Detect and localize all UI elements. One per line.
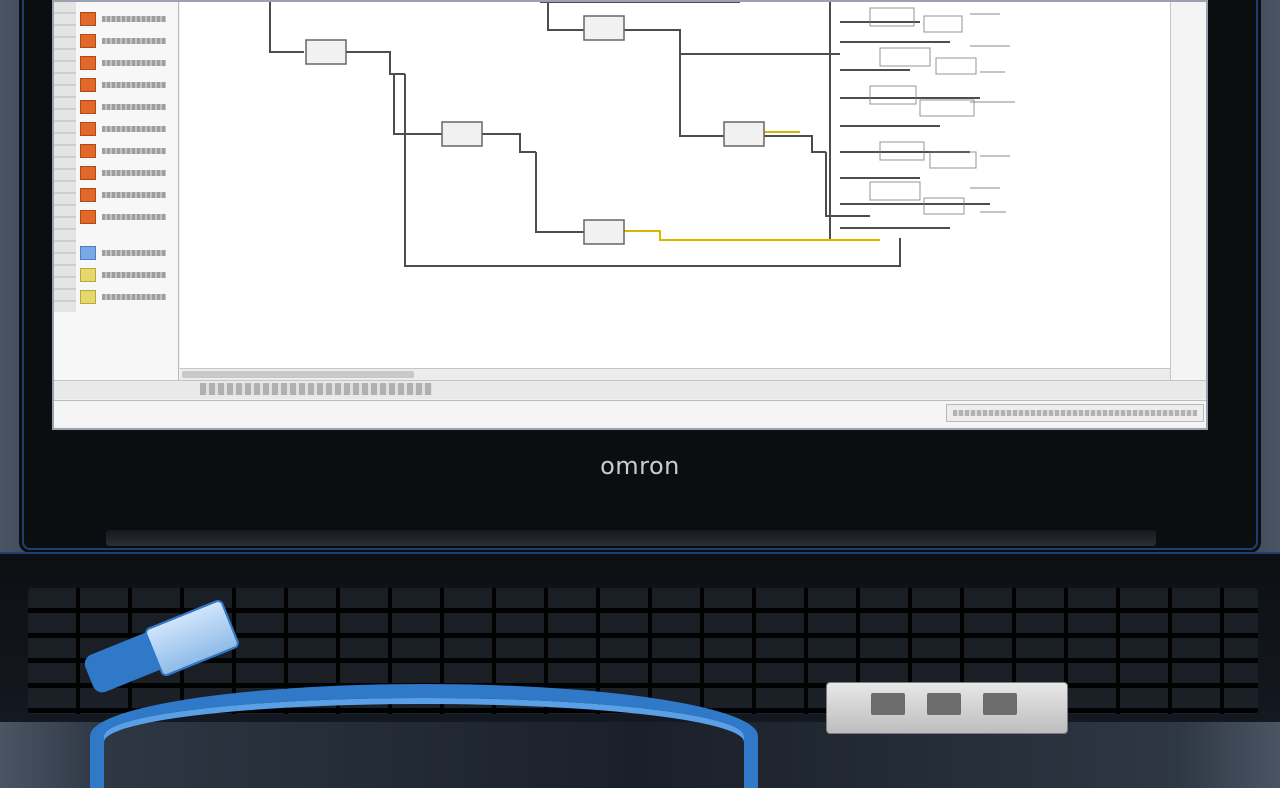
orange-block-icon: [80, 100, 96, 114]
library-item[interactable]: [80, 244, 176, 262]
blue-block-icon: [80, 246, 96, 260]
status-bar: [54, 400, 1206, 425]
library-item[interactable]: [80, 288, 176, 306]
orange-block-icon: [80, 56, 96, 70]
orange-block-icon: [80, 144, 96, 158]
library-item[interactable]: [80, 98, 176, 116]
laptop-screen: [52, 0, 1208, 430]
function-block[interactable]: [723, 121, 765, 147]
orange-block-icon: [80, 78, 96, 92]
library-item[interactable]: [80, 76, 176, 94]
library-item[interactable]: [80, 54, 176, 72]
orange-block-icon: [80, 166, 96, 180]
brand-logo: omron: [600, 452, 680, 480]
orange-block-icon: [80, 12, 96, 26]
block-library-panel[interactable]: [54, 2, 179, 380]
plc-module: [826, 682, 1068, 734]
orange-block-icon: [80, 210, 96, 224]
function-block-diagram-canvas[interactable]: [180, 2, 1170, 376]
orange-block-icon: [80, 34, 96, 48]
ethernet-cable: [90, 684, 758, 788]
library-item[interactable]: [80, 186, 176, 204]
yellow-block-icon: [80, 268, 96, 282]
orange-block-icon: [80, 122, 96, 136]
library-item[interactable]: [80, 208, 176, 226]
library-item[interactable]: [80, 142, 176, 160]
library-item[interactable]: [80, 10, 176, 28]
library-item[interactable]: [80, 266, 176, 284]
status-field: [946, 404, 1204, 422]
library-item[interactable]: [80, 32, 176, 50]
panel-line-ruler: [54, 2, 76, 312]
output-tab-bar[interactable]: [54, 380, 1206, 399]
function-block[interactable]: [441, 121, 483, 147]
scrollbar-thumb[interactable]: [182, 371, 414, 378]
orange-block-icon: [80, 188, 96, 202]
function-block[interactable]: [305, 39, 347, 65]
canvas-horizontal-scrollbar[interactable]: [180, 368, 1170, 381]
tab-strip[interactable]: [200, 383, 432, 395]
canvas-vertical-scrollbar[interactable]: [1170, 2, 1206, 380]
library-item[interactable]: [80, 120, 176, 138]
yellow-block-icon: [80, 290, 96, 304]
laptop-hinge: [106, 530, 1156, 546]
function-block[interactable]: [583, 15, 625, 41]
function-block[interactable]: [583, 219, 625, 245]
library-item[interactable]: [80, 164, 176, 182]
